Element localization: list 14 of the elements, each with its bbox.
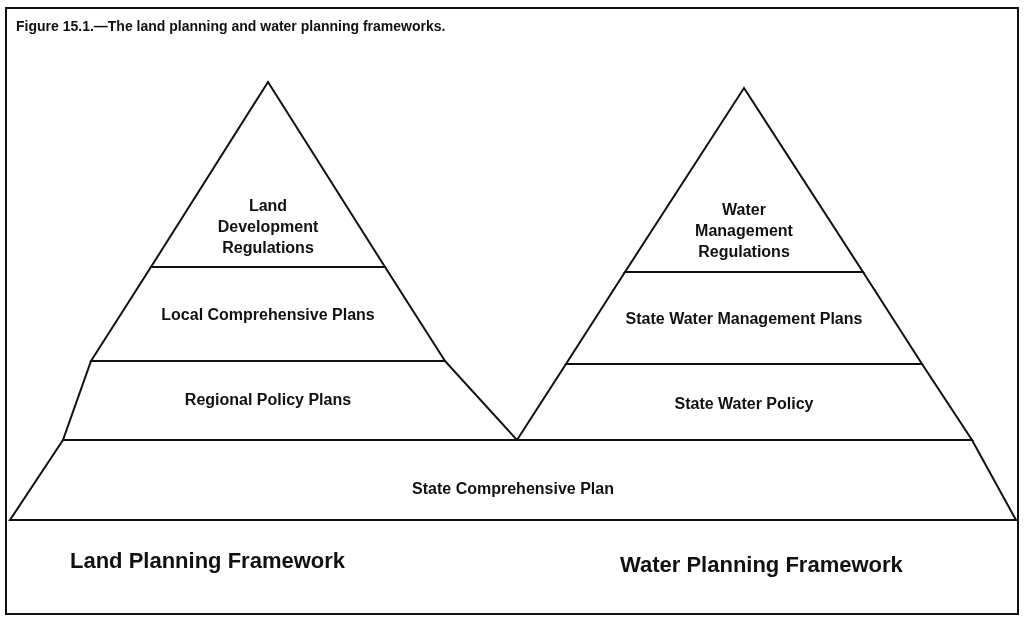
plan-level-label: State Water Management Plans — [624, 308, 864, 329]
plan-level-label: State Comprehensive Plan — [411, 478, 615, 499]
plan-level-label: Regional Policy Plans — [183, 389, 353, 410]
plan-level-label: Land Development Regulations — [216, 195, 320, 258]
plan-level-label: State Water Policy — [673, 393, 815, 414]
pyramid-top-triangle — [151, 82, 385, 267]
pyramid-top-triangle — [625, 88, 863, 272]
plan-level-label: Local Comprehensive Plans — [160, 304, 376, 325]
framework-caption: Land Planning Framework — [70, 548, 346, 574]
pyramid-band — [566, 272, 922, 364]
framework-caption: Water Planning Framework — [620, 552, 903, 578]
pyramid-band — [91, 267, 445, 361]
plan-level-label: Water Management Regulations — [694, 199, 794, 262]
figure-title: Figure 15.1.—The land planning and water planning frameworks. — [16, 18, 446, 34]
